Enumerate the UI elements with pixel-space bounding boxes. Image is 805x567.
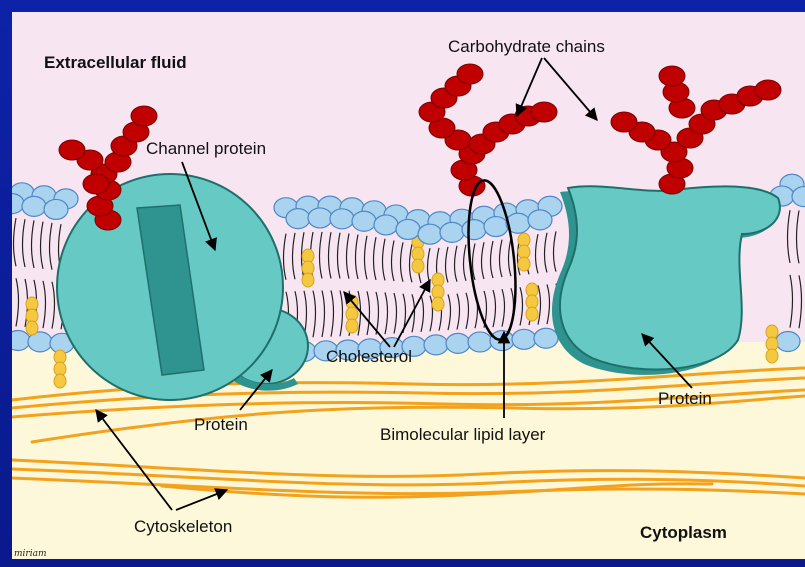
label-cytoplasm: Cytoplasm <box>640 523 727 542</box>
cell-membrane-diagram: Extracellular fluid Carbohydrate chains … <box>12 12 805 559</box>
phospholipid-head-icon <box>512 329 536 349</box>
label-cholesterol: Cholesterol <box>326 347 412 366</box>
phospholipid-head-icon <box>446 333 470 353</box>
label-protein-left: Protein <box>194 415 248 434</box>
cholesterol-icon <box>26 297 38 335</box>
phospholipid-head-icon <box>484 217 508 237</box>
phospholipid-head-icon <box>534 328 558 348</box>
phospholipid-head-icon <box>418 224 442 244</box>
label-extracellular-fluid: Extracellular fluid <box>44 53 187 72</box>
cholesterol-icon <box>766 325 778 363</box>
phospholipid-head-icon <box>12 331 30 351</box>
phospholipid-head-icon <box>440 222 464 242</box>
label-carbohydrate-chains: Carbohydrate chains <box>448 37 605 56</box>
phospholipid-head-icon <box>44 199 68 219</box>
phospholipid-head-icon <box>490 331 514 351</box>
cholesterol-icon <box>518 233 530 271</box>
artist-signature: miriam <box>14 549 47 559</box>
phospholipid-head-icon <box>330 209 354 229</box>
cholesterol-icon <box>54 350 66 388</box>
phospholipid-head-icon <box>424 335 448 355</box>
phospholipid-head-icon <box>286 209 310 229</box>
phospholipid-head-icon <box>462 220 486 240</box>
phospholipid-head-icon <box>374 215 398 235</box>
phospholipid-head-icon <box>468 332 492 352</box>
label-cytoskeleton: Cytoskeleton <box>134 517 232 536</box>
phospholipid-head-icon <box>776 332 800 352</box>
cholesterol-icon <box>302 249 314 287</box>
diagram-panel: Extracellular fluid Carbohydrate chains … <box>12 12 805 559</box>
label-protein-right: Protein <box>658 389 712 408</box>
cholesterol-icon <box>432 273 444 311</box>
cholesterol-icon <box>526 283 538 321</box>
label-bimolecular-lipid-layer: Bimolecular lipid layer <box>380 425 546 444</box>
phospholipid-head-icon <box>308 208 332 228</box>
phospholipid-head-icon <box>528 210 552 230</box>
label-channel-protein: Channel protein <box>146 139 266 158</box>
phospholipid-head-icon <box>396 219 420 239</box>
phospholipid-head-icon <box>22 196 46 216</box>
phospholipid-head-icon <box>352 211 376 231</box>
